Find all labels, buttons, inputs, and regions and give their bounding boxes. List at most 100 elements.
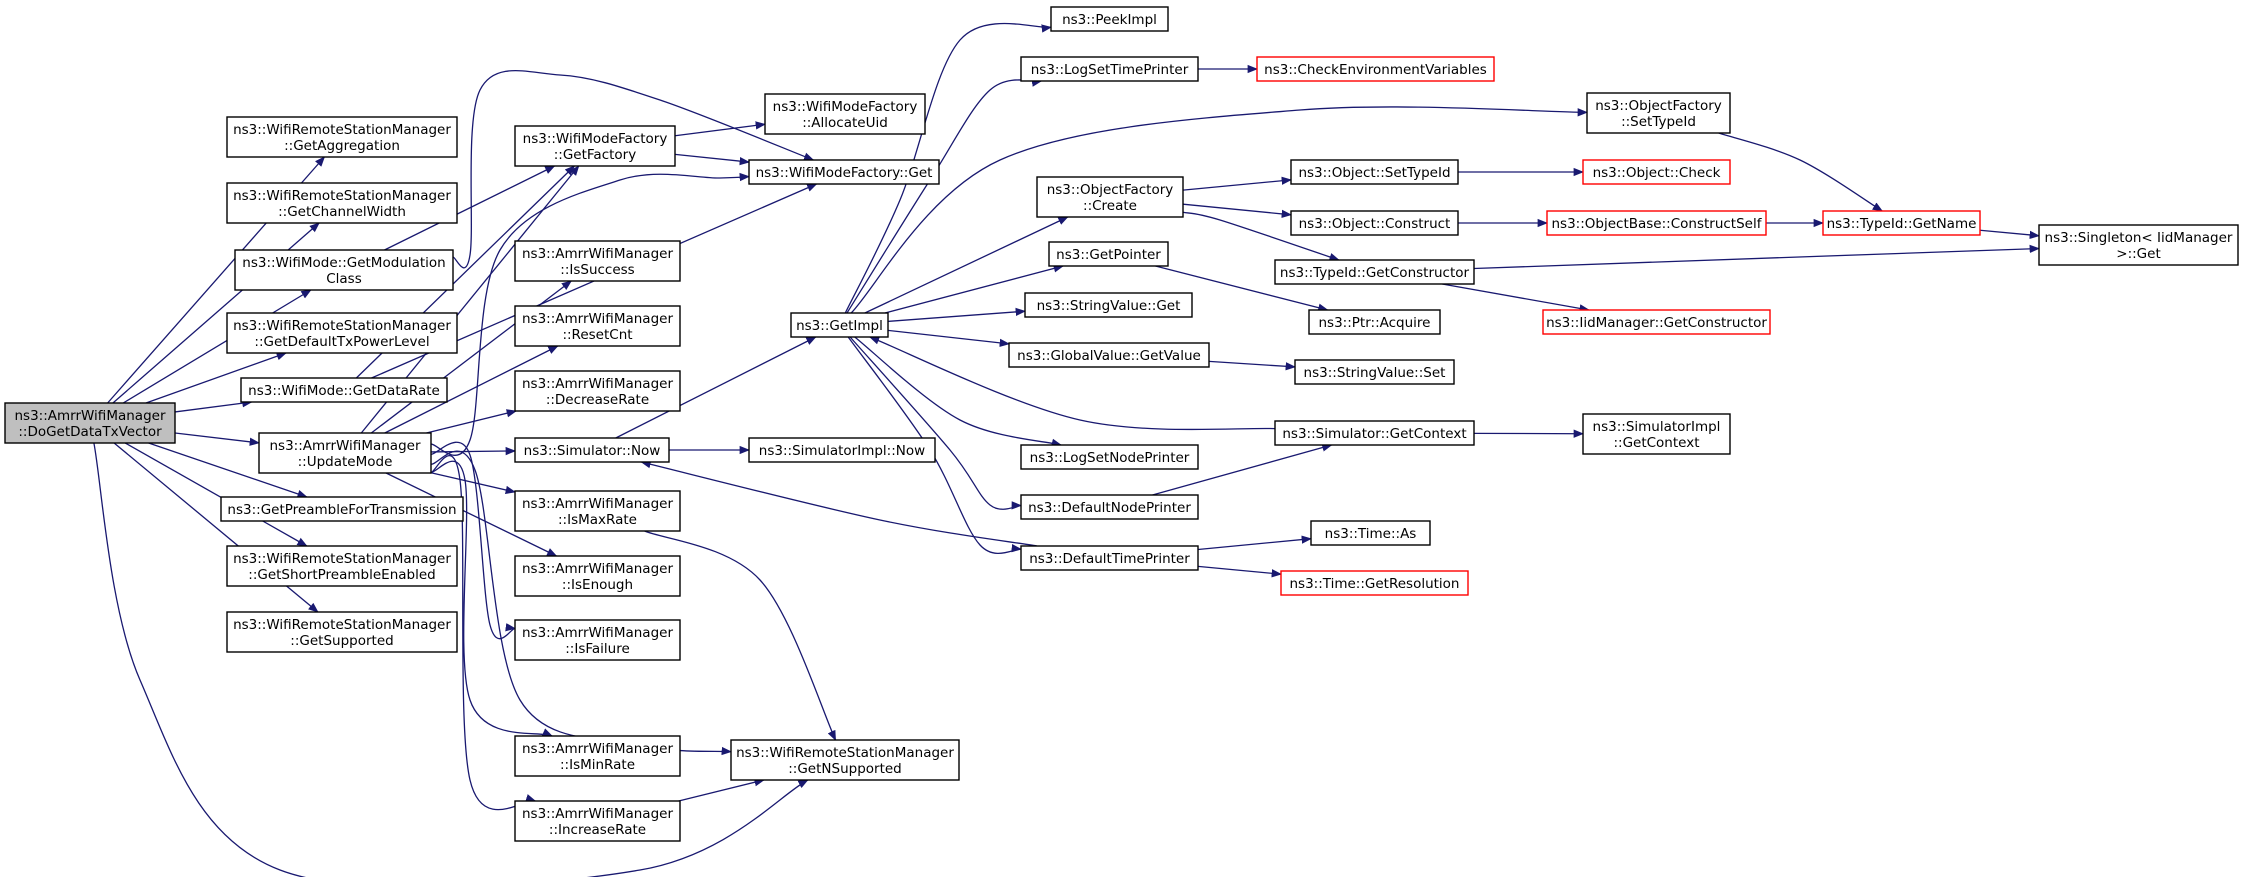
node-label-line: ns3::GetPointer xyxy=(1056,247,1161,263)
node-box xyxy=(514,370,681,412)
node-n20[interactable]: ns3::AmrrWifiManager::IsFailure xyxy=(514,619,681,661)
node-box xyxy=(514,800,681,842)
node-label-line: ns3::AmrrWifiManager xyxy=(14,408,165,424)
node-label-line: ::IsMaxRate xyxy=(558,512,637,528)
node-n2[interactable]: ns3::WifiRemoteStationManager::GetAggreg… xyxy=(226,116,458,158)
node-label-line: ::GetSupported xyxy=(290,633,393,649)
node-box xyxy=(1280,570,1469,596)
node-n31[interactable]: ns3::StringValue::Get xyxy=(1024,292,1193,318)
node-label-line: ::GetDefaultTxPowerLevel xyxy=(254,334,429,350)
node-n28[interactable]: ns3::CheckEnvironmentVariables xyxy=(1256,56,1495,82)
node-n45[interactable]: ns3::Object::Check xyxy=(1582,159,1731,185)
node-n6[interactable]: ns3::WifiMode::GetDataRate xyxy=(240,377,448,403)
node-label-line: ns3::WifiRemoteStationManager xyxy=(233,318,451,334)
node-n18[interactable]: ns3::AmrrWifiManager::IsMaxRate xyxy=(514,490,681,532)
node-n19[interactable]: ns3::AmrrWifiManager::IsEnough xyxy=(514,555,681,597)
node-n44[interactable]: ns3::Time::GetResolution xyxy=(1280,570,1469,596)
node-n39[interactable]: ns3::TypeId::GetConstructor xyxy=(1274,259,1475,285)
node-n24[interactable]: ns3::GetImpl xyxy=(790,312,889,338)
node-n49[interactable]: ns3::TypeId::GetName xyxy=(1822,210,1981,236)
edge-n7-to-n13 xyxy=(430,172,751,456)
edge-n24-to-n35 xyxy=(847,336,1023,555)
node-n40[interactable]: ns3::Ptr::Acquire xyxy=(1308,309,1441,335)
node-n47[interactable]: ns3::IidManager::GetConstructor xyxy=(1542,309,1771,335)
node-n37[interactable]: ns3::Object::SetTypeId xyxy=(1290,159,1459,185)
node-label-line: ::GetNSupported xyxy=(788,761,902,777)
node-n33[interactable]: ns3::LogSetNodePrinter xyxy=(1020,444,1199,470)
node-label-line: ::ResetCnt xyxy=(562,327,632,343)
node-box xyxy=(226,182,458,224)
node-n17[interactable]: ns3::Simulator::Now xyxy=(514,437,670,463)
node-n8[interactable]: ns3::GetPreambleForTransmission xyxy=(220,496,464,522)
node-n26[interactable]: ns3::PeekImpl xyxy=(1050,6,1169,32)
node-n9[interactable]: ns3::WifiRemoteStationManager::GetShortP… xyxy=(226,545,458,587)
node-label-line: ns3::StringValue::Get xyxy=(1037,298,1181,314)
node-n27[interactable]: ns3::LogSetTimePrinter xyxy=(1020,56,1199,82)
node-label-line: ns3::SimulatorImpl xyxy=(1593,419,1721,435)
node-n15[interactable]: ns3::AmrrWifiManager::ResetCnt xyxy=(514,305,681,347)
edge-n39-to-n50 xyxy=(1473,244,2041,270)
node-n13[interactable]: ns3::WifiModeFactory::Get xyxy=(748,159,940,185)
edge-n35-to-n17 xyxy=(640,460,1038,547)
edge-n17-to-n24 xyxy=(615,336,817,439)
node-label-line: ns3::CheckEnvironmentVariables xyxy=(1264,62,1487,78)
edge-n7-to-n19 xyxy=(385,472,558,557)
node-n48[interactable]: ns3::SimulatorImpl::GetContext xyxy=(1582,413,1731,455)
node-label-line: ns3::WifiRemoteStationManager xyxy=(736,745,954,761)
node-n10[interactable]: ns3::WifiRemoteStationManager::GetSuppor… xyxy=(226,611,458,653)
node-n14[interactable]: ns3::AmrrWifiManager::IsSuccess xyxy=(514,240,681,282)
node-box xyxy=(1290,210,1459,236)
node-label-line: ::GetFactory xyxy=(554,147,636,163)
node-n5[interactable]: ns3::WifiRemoteStationManager::GetDefaul… xyxy=(226,312,458,354)
node-n11[interactable]: ns3::WifiModeFactory::GetFactory xyxy=(514,125,676,167)
node-n34[interactable]: ns3::DefaultNodePrinter xyxy=(1020,494,1199,520)
node-n42[interactable]: ns3::Simulator::GetContext xyxy=(1274,420,1475,446)
node-box xyxy=(514,735,681,777)
node-box xyxy=(240,377,448,403)
node-box xyxy=(4,402,176,444)
node-box xyxy=(1308,309,1441,335)
node-box xyxy=(764,93,926,135)
node-n35[interactable]: ns3::DefaultTimePrinter xyxy=(1020,545,1199,571)
node-box xyxy=(1586,92,1731,134)
node-label-line: ns3::ObjectBase::ConstructSelf xyxy=(1552,216,1763,232)
node-label-line: ns3::Simulator::GetContext xyxy=(1282,426,1466,442)
node-n38[interactable]: ns3::Object::Construct xyxy=(1290,210,1459,236)
node-box xyxy=(226,312,458,354)
node-n41[interactable]: ns3::StringValue::Set xyxy=(1294,359,1455,385)
node-n32[interactable]: ns3::GlobalValue::GetValue xyxy=(1008,342,1210,368)
node-box xyxy=(226,545,458,587)
node-n43[interactable]: ns3::Time::As xyxy=(1310,520,1431,546)
node-n23[interactable]: ns3::WifiRemoteStationManager::GetNSuppo… xyxy=(730,739,960,781)
node-label-line: ::GetContext xyxy=(1613,435,1699,451)
node-box xyxy=(514,490,681,532)
node-n50[interactable]: ns3::Singleton< IidManager >::Get xyxy=(2038,224,2239,266)
node-box xyxy=(1582,159,1731,185)
node-box xyxy=(1546,210,1767,236)
edge-n34-to-n42 xyxy=(1152,443,1333,496)
node-box xyxy=(234,249,454,291)
edge-n7-to-n15 xyxy=(384,345,559,434)
node-label-line: ns3::DefaultNodePrinter xyxy=(1028,500,1191,516)
node-box xyxy=(226,116,458,158)
edge-n49-to-n50 xyxy=(1979,229,2041,240)
node-box xyxy=(514,305,681,347)
node-n46[interactable]: ns3::ObjectBase::ConstructSelf xyxy=(1546,210,1767,236)
node-n30[interactable]: ns3::GetPointer xyxy=(1048,241,1169,267)
edge-n24-to-n36 xyxy=(850,106,1589,314)
node-box xyxy=(1542,309,1771,335)
node-n22[interactable]: ns3::AmrrWifiManager::IncreaseRate xyxy=(514,800,681,842)
node-n3[interactable]: ns3::WifiRemoteStationManager::GetChanne… xyxy=(226,182,458,224)
node-n16[interactable]: ns3::AmrrWifiManager::DecreaseRate xyxy=(514,370,681,412)
node-n12[interactable]: ns3::WifiModeFactory::AllocateUid xyxy=(764,93,926,135)
node-label-line: ns3::Time::GetResolution xyxy=(1289,576,1459,592)
node-n29[interactable]: ns3::ObjectFactory::Create xyxy=(1036,176,1184,218)
node-n7[interactable]: ns3::AmrrWifiManager::UpdateMode xyxy=(258,432,432,474)
node-box xyxy=(1822,210,1981,236)
node-n25[interactable]: ns3::SimulatorImpl::Now xyxy=(748,437,936,463)
node-label-line: >::Get xyxy=(2116,246,2160,262)
node-n36[interactable]: ns3::ObjectFactory::SetTypeId xyxy=(1586,92,1731,134)
node-n1[interactable]: ns3::AmrrWifiManager::DoGetDataTxVector xyxy=(4,402,176,444)
node-n21[interactable]: ns3::AmrrWifiManager::IsMinRate xyxy=(514,735,681,777)
